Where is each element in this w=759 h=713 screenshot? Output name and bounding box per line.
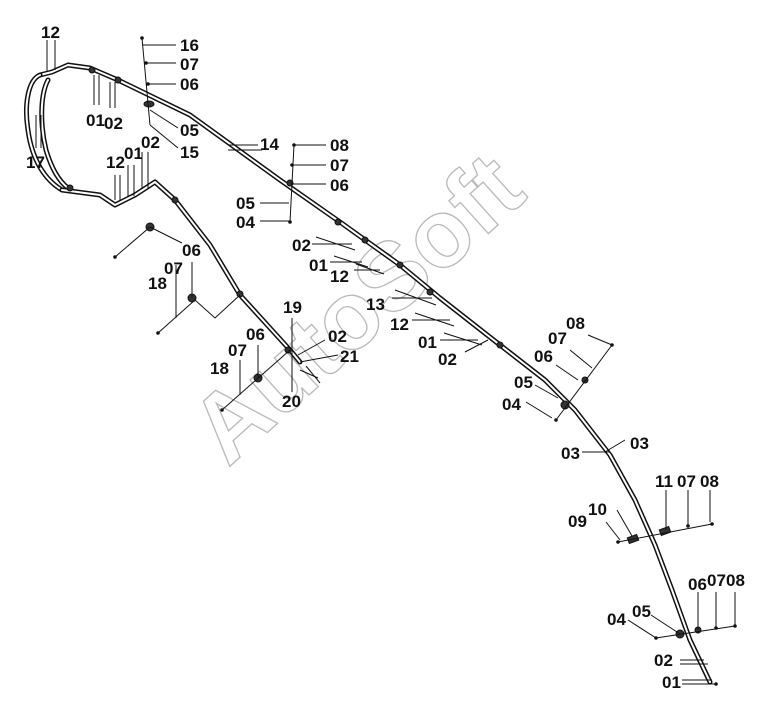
- callout-21: 21: [340, 347, 359, 366]
- callout-11: 11: [655, 472, 673, 491]
- callout-12: 12: [41, 23, 60, 42]
- callout-09: 09: [568, 512, 587, 531]
- leader-dots: [113, 36, 737, 686]
- callout-06: 06: [534, 347, 553, 366]
- callout-02: 02: [104, 114, 123, 133]
- callout-12: 12: [106, 153, 125, 172]
- callout-07: 07: [228, 341, 247, 360]
- callout-07: 07: [548, 329, 567, 348]
- callout-05: 05: [180, 121, 199, 140]
- callout-02: 02: [292, 236, 311, 255]
- callout-07: 07: [180, 55, 199, 74]
- callout-03: 03: [561, 444, 580, 463]
- callout-02: 02: [141, 133, 160, 152]
- callout-07: 07: [677, 472, 696, 491]
- callout-04: 04: [607, 610, 626, 629]
- callout-15: 15: [180, 143, 199, 162]
- callout-02: 02: [438, 350, 457, 369]
- main-pipe-loop: [24, 72, 71, 193]
- callout-01: 01: [124, 144, 143, 163]
- callout-06: 06: [246, 325, 265, 344]
- leader-lines: [35, 37, 736, 685]
- callout-06: 06: [688, 575, 707, 594]
- callout-labels: 12 16 07 06 01 02 05 15 14 17 12 01 02 0…: [26, 23, 745, 692]
- callout-03: 03: [630, 434, 649, 453]
- callout-19: 19: [283, 298, 302, 317]
- callout-13: 13: [366, 295, 385, 314]
- callout-07: 07: [164, 259, 183, 278]
- callout-04: 04: [502, 395, 521, 414]
- callout-01: 01: [418, 333, 437, 352]
- callout-05: 05: [236, 194, 255, 213]
- callout-17: 17: [26, 153, 45, 172]
- callout-18: 18: [148, 274, 167, 293]
- callout-20: 20: [282, 392, 301, 411]
- watermark: AutoSoft: [170, 133, 543, 484]
- callout-10: 10: [588, 500, 607, 519]
- callout-12: 12: [330, 267, 349, 286]
- callout-02: 02: [328, 327, 347, 346]
- callout-01: 01: [86, 111, 105, 130]
- callout-08: 08: [726, 571, 745, 590]
- callout-08: 08: [330, 136, 349, 155]
- callout-04: 04: [236, 213, 255, 232]
- callout-18: 18: [210, 359, 229, 378]
- callout-01: 01: [309, 256, 328, 275]
- callout-16: 16: [180, 36, 199, 55]
- callout-07: 07: [707, 571, 726, 590]
- pipe-fittings: [66, 66, 702, 639]
- callout-08: 08: [700, 472, 719, 491]
- callout-14: 14: [260, 135, 279, 154]
- callout-05: 05: [632, 602, 651, 621]
- callout-01: 01: [662, 673, 681, 692]
- callout-07: 07: [330, 156, 349, 175]
- callout-06: 06: [330, 176, 349, 195]
- callout-06: 06: [180, 75, 199, 94]
- callout-05: 05: [514, 373, 533, 392]
- callout-02: 02: [654, 651, 673, 670]
- callout-06: 06: [182, 241, 201, 260]
- callout-12: 12: [390, 315, 409, 334]
- callout-08: 08: [566, 314, 585, 333]
